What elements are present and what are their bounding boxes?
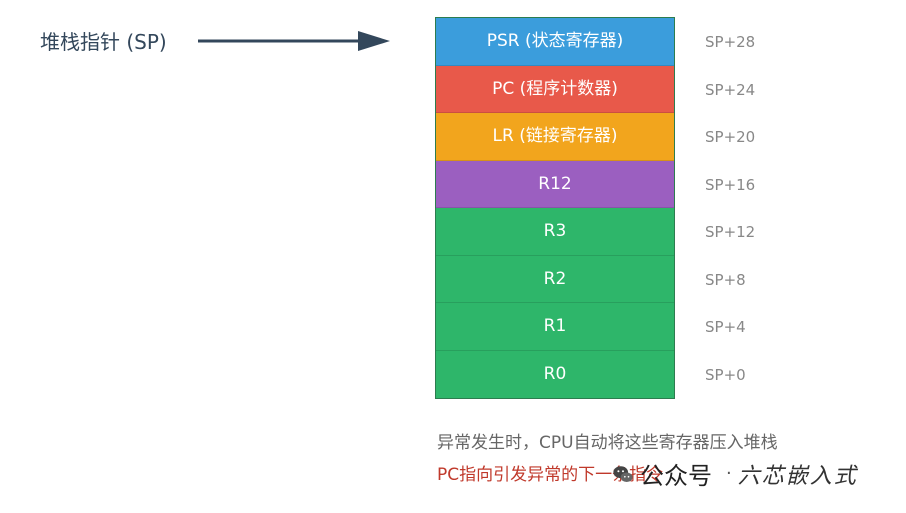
stack-cell: R0 <box>436 350 674 398</box>
stack-offset: SP+4 <box>705 318 746 336</box>
watermark-name: 六芯嵌入式 <box>737 463 858 489</box>
stack-cell: PC (程序计数器) <box>436 65 674 113</box>
stack-offset: SP+0 <box>705 365 746 384</box>
stack-cell: R2 <box>436 255 674 303</box>
watermark: 公众号 · 六芯嵌入式 <box>612 456 858 491</box>
stack-offset: SP+24 <box>705 80 756 99</box>
stack-cell: PSR (状态寄存器) <box>436 18 674 66</box>
stack-cell: R3 <box>436 208 674 256</box>
stack-pointer-label: 堆栈指针 (SP) <box>40 30 167 54</box>
watermark-separator: · <box>726 463 732 484</box>
wechat-icon <box>613 465 633 482</box>
pointer-arrow-icon <box>198 31 390 51</box>
stack-cell: R12 <box>436 160 674 208</box>
stack-cell: LR (链接寄存器) <box>436 113 674 161</box>
note-exception: 异常发生时，CPU自动将这些寄存器压入堆栈 <box>437 433 778 453</box>
stack-offset: SP+28 <box>705 33 756 51</box>
stack-offset: SP+12 <box>705 223 756 241</box>
note-pc: PC指向引发异常的下一条指令 <box>437 465 664 485</box>
stack-offset: SP+8 <box>705 270 746 289</box>
stack-offset: SP+20 <box>705 128 756 146</box>
watermark-platform: 公众号 <box>640 462 712 490</box>
stack-offset: SP+16 <box>705 175 756 194</box>
stack-cell: R1 <box>436 303 674 351</box>
